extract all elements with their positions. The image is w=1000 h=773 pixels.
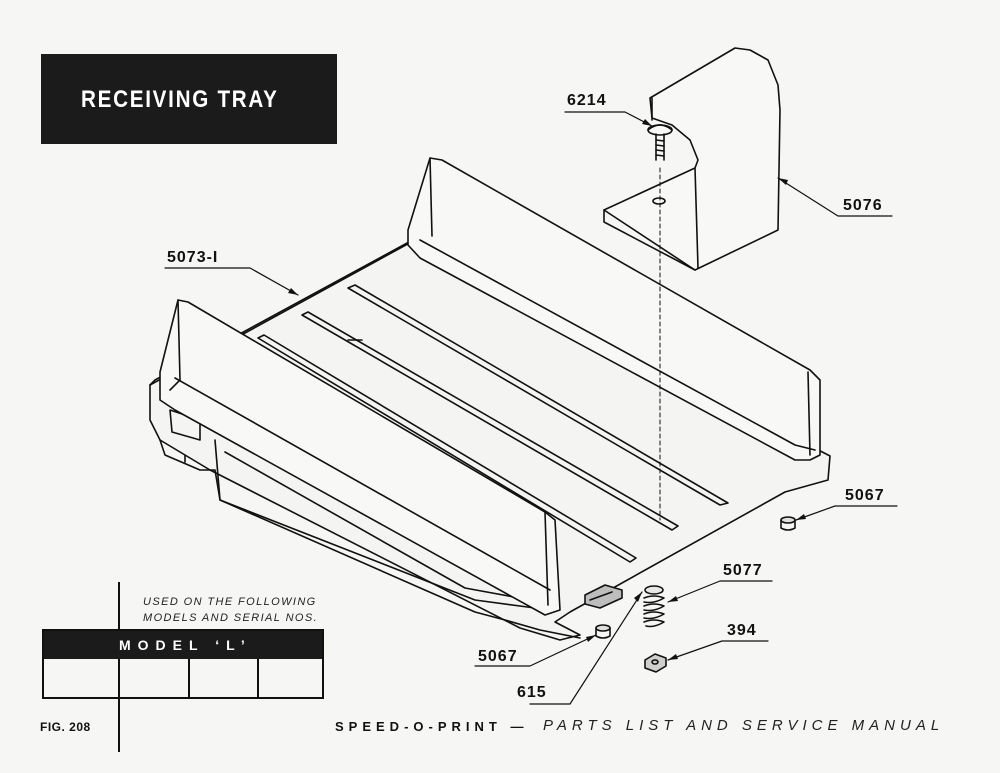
callout-5076: 5076 — [843, 197, 883, 214]
callout-5067-left: 5067 — [478, 648, 518, 665]
used-on-line-2: MODELS AND SERIAL NOS. — [143, 612, 319, 624]
serial-cell — [190, 659, 259, 699]
tray-floor-slots — [257, 284, 729, 563]
paper-stop-bracket — [603, 47, 781, 271]
used-on-line-1: USED ON THE FOLLOWING — [143, 596, 317, 608]
foot-clip — [584, 584, 623, 609]
model-serial-table: MODEL ‘L’ — [42, 629, 324, 699]
figure-number: FIG. 208 — [40, 720, 91, 734]
callout-arrowheads — [288, 119, 806, 660]
callout-leaders — [164, 111, 898, 705]
serial-cell — [120, 659, 190, 699]
rubber-foot-left — [595, 624, 611, 639]
page-title: RECEIVING TRAY — [81, 86, 279, 113]
used-on-note: USED ON THE FOLLOWING MODELS AND SERIAL … — [143, 594, 318, 626]
rubber-foot-right — [780, 516, 796, 531]
model-label: MODEL ‘L’ — [119, 637, 252, 653]
callout-615: 615 — [517, 684, 547, 701]
model-header: MODEL ‘L’ — [44, 631, 322, 659]
nut-part-394 — [644, 653, 667, 673]
screw-part-6214 — [647, 124, 673, 161]
title-banner: RECEIVING TRAY — [41, 54, 337, 144]
spring-part-5077 — [643, 585, 665, 628]
serial-cell — [259, 659, 322, 699]
tray-back-wall — [407, 157, 821, 461]
callout-394: 394 — [727, 622, 757, 639]
callout-5077: 5077 — [723, 562, 763, 579]
tray-base-plate — [149, 235, 831, 641]
footer-brand: SPEED-O-PRINT — — [335, 719, 529, 734]
tray-front-wall — [159, 299, 561, 616]
footer-manual-title: PARTS LIST AND SERVICE MANUAL — [543, 717, 945, 734]
callout-5073-1: 5073-I — [167, 249, 219, 266]
callout-6214: 6214 — [567, 92, 607, 109]
serial-cell — [44, 659, 120, 699]
callout-5067-right: 5067 — [845, 487, 885, 504]
